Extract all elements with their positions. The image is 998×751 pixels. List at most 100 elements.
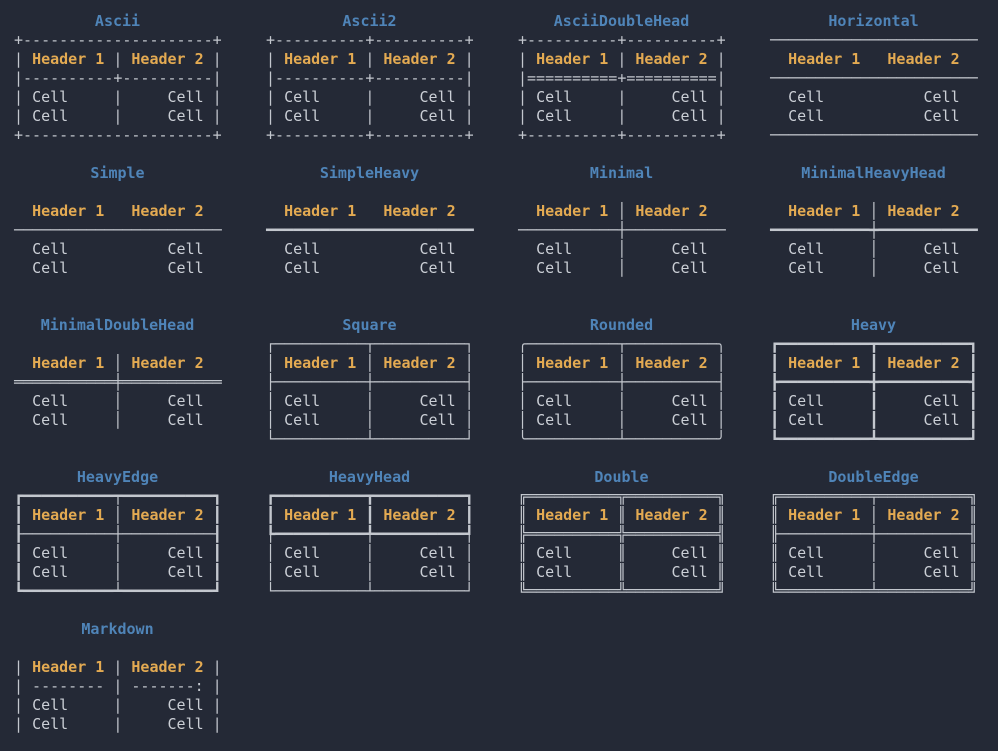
box-border-chars: │ [266,392,285,410]
box-border-chars: | [320,88,420,106]
box-border-chars: │ [860,506,888,524]
table-line [14,335,221,354]
cell-text: Cell [788,411,825,429]
box-border-chars: | [455,50,474,68]
box-border-chars: │ [824,544,924,562]
table-line: ╟──────────┼──────────╢ [770,525,978,544]
box-border-chars: +----------+----------+ [266,31,474,49]
table-line: ╚══════════╩══════════╝ [518,582,726,601]
box-border-chars: | [455,107,474,125]
box-border-chars: │ [104,354,132,372]
header-text: Header 1 [536,354,609,372]
cell-text: Cell [671,392,708,410]
cell-text: Cell [788,240,825,258]
cell-text: Cell [419,107,456,125]
box-border-chars: │ [824,259,924,277]
box-border-chars: ┃ [770,411,789,429]
box-border-chars: ╠══════════╬══════════╣ [518,525,726,543]
table-line: ─────────────────────── [770,126,978,145]
cell-text: Cell [32,715,69,733]
table-line [14,183,221,202]
box-border-chars: │ [68,563,168,581]
cell-text: Cell [167,392,204,410]
box-border-chars: | [14,696,33,714]
box-border-chars [770,202,788,220]
table-line: │ Cell │ Cell │ [266,563,474,582]
table-line: ╰──────────┴──────────╯ [518,430,726,449]
box-border-chars: │ [266,354,285,372]
box-border-chars: | [14,50,33,68]
table-line [770,183,977,202]
header-text: Header 1 [788,50,861,68]
table-line [14,734,221,751]
cell-text: Cell [923,107,960,125]
table-block-asciidoublehead: AsciiDoubleHead+----------+----------+| … [518,12,726,145]
cell-text: Cell [284,411,321,429]
box-border-chars [204,354,222,372]
box-border-chars: ║ [770,563,789,581]
box-border-chars: | [455,88,474,106]
box-border-chars [204,259,222,277]
header-text: Header 2 [635,50,708,68]
box-border-chars [708,259,726,277]
box-border-chars: ┃ [959,354,978,372]
box-border-chars: ╔══════════╦══════════╗ [518,487,726,505]
table-title-doubleedge: DoubleEdge [828,468,919,486]
box-border-chars: ┃ [14,563,33,581]
box-border-chars: ═══════════╪═══════════ [14,373,222,391]
table-line: └──────────┴──────────┘ [266,430,474,449]
table-title-heavyhead: HeavyHead [328,468,411,486]
header-text: Header 2 [635,202,708,220]
table-line: | Header 1 | Header 2 | [266,50,474,69]
box-border-chars: | [518,88,537,106]
table-line [518,278,725,297]
box-border-chars [960,88,978,106]
cell-text: Cell [32,107,69,125]
cell-text: Cell [671,563,708,581]
table-line: ╔══════════╤══════════╗ [770,487,978,506]
table-title-heavyedge: HeavyEdge [76,468,159,486]
cell-text: Cell [419,240,456,258]
table-line: |----------+----------| [14,69,222,88]
table-line: ║ Cell ║ Cell ║ [518,544,726,563]
cell-text: Cell [32,259,69,277]
box-border-chars [518,259,536,277]
box-border-chars: | [572,107,672,125]
box-border-chars: ║ [572,544,672,562]
cell-text: Cell [167,715,204,733]
table-line: ───────────┼─────────── [518,221,726,240]
box-border-chars: │ [824,240,924,258]
table-line: ║ Cell ║ Cell ║ [518,563,726,582]
box-border-chars [770,88,788,106]
cell-text: Cell [923,259,960,277]
table-line [14,278,221,297]
box-border-chars: │ [608,202,636,220]
header-text: Header 2 [131,658,204,676]
box-border-chars [14,259,32,277]
box-border-chars: | [320,107,420,125]
box-border-chars: │ [572,259,672,277]
box-border-chars: ───────────┼─────────── [518,221,726,239]
header-text: Header 2 [131,50,204,68]
table-line: +---------------------+ [14,126,222,145]
table-block-minimal: Minimal Header 1 │ Header 2 ───────────┼… [518,164,726,297]
box-border-chars: ┃ [14,506,33,524]
cell-text: Cell [284,259,321,277]
box-border-chars: ┏━━━━━━━━━━┯━━━━━━━━━━┓ [14,487,222,505]
table-line [14,430,221,449]
box-border-chars: ║ [707,506,726,524]
cell-text: Cell [32,240,69,258]
box-border-chars: ━━━━━━━━━━━━━━━━━━━━━━━ [266,221,474,239]
header-text: Header 2 [887,202,960,220]
box-border-chars: │ [824,563,924,581]
box-border-chars: | [707,50,726,68]
box-border-chars [68,240,167,258]
cell-text: Cell [32,411,69,429]
table-block-heavyedge: HeavyEdge┏━━━━━━━━━━┯━━━━━━━━━━┓┃ Header… [14,468,222,601]
box-border-chars [14,392,32,410]
table-line: ┃ Header 1 ┃ Header 2 ┃ [770,354,978,373]
cell-text: Cell [284,107,321,125]
table-block-double: Double╔══════════╦══════════╗║ Header 1 … [518,468,726,601]
table-block-simple: Simple Header 1 Header 2 ───────────────… [14,164,222,297]
table-block-markdown: Markdown| Header 1 | Header 2 || -------… [14,620,222,751]
